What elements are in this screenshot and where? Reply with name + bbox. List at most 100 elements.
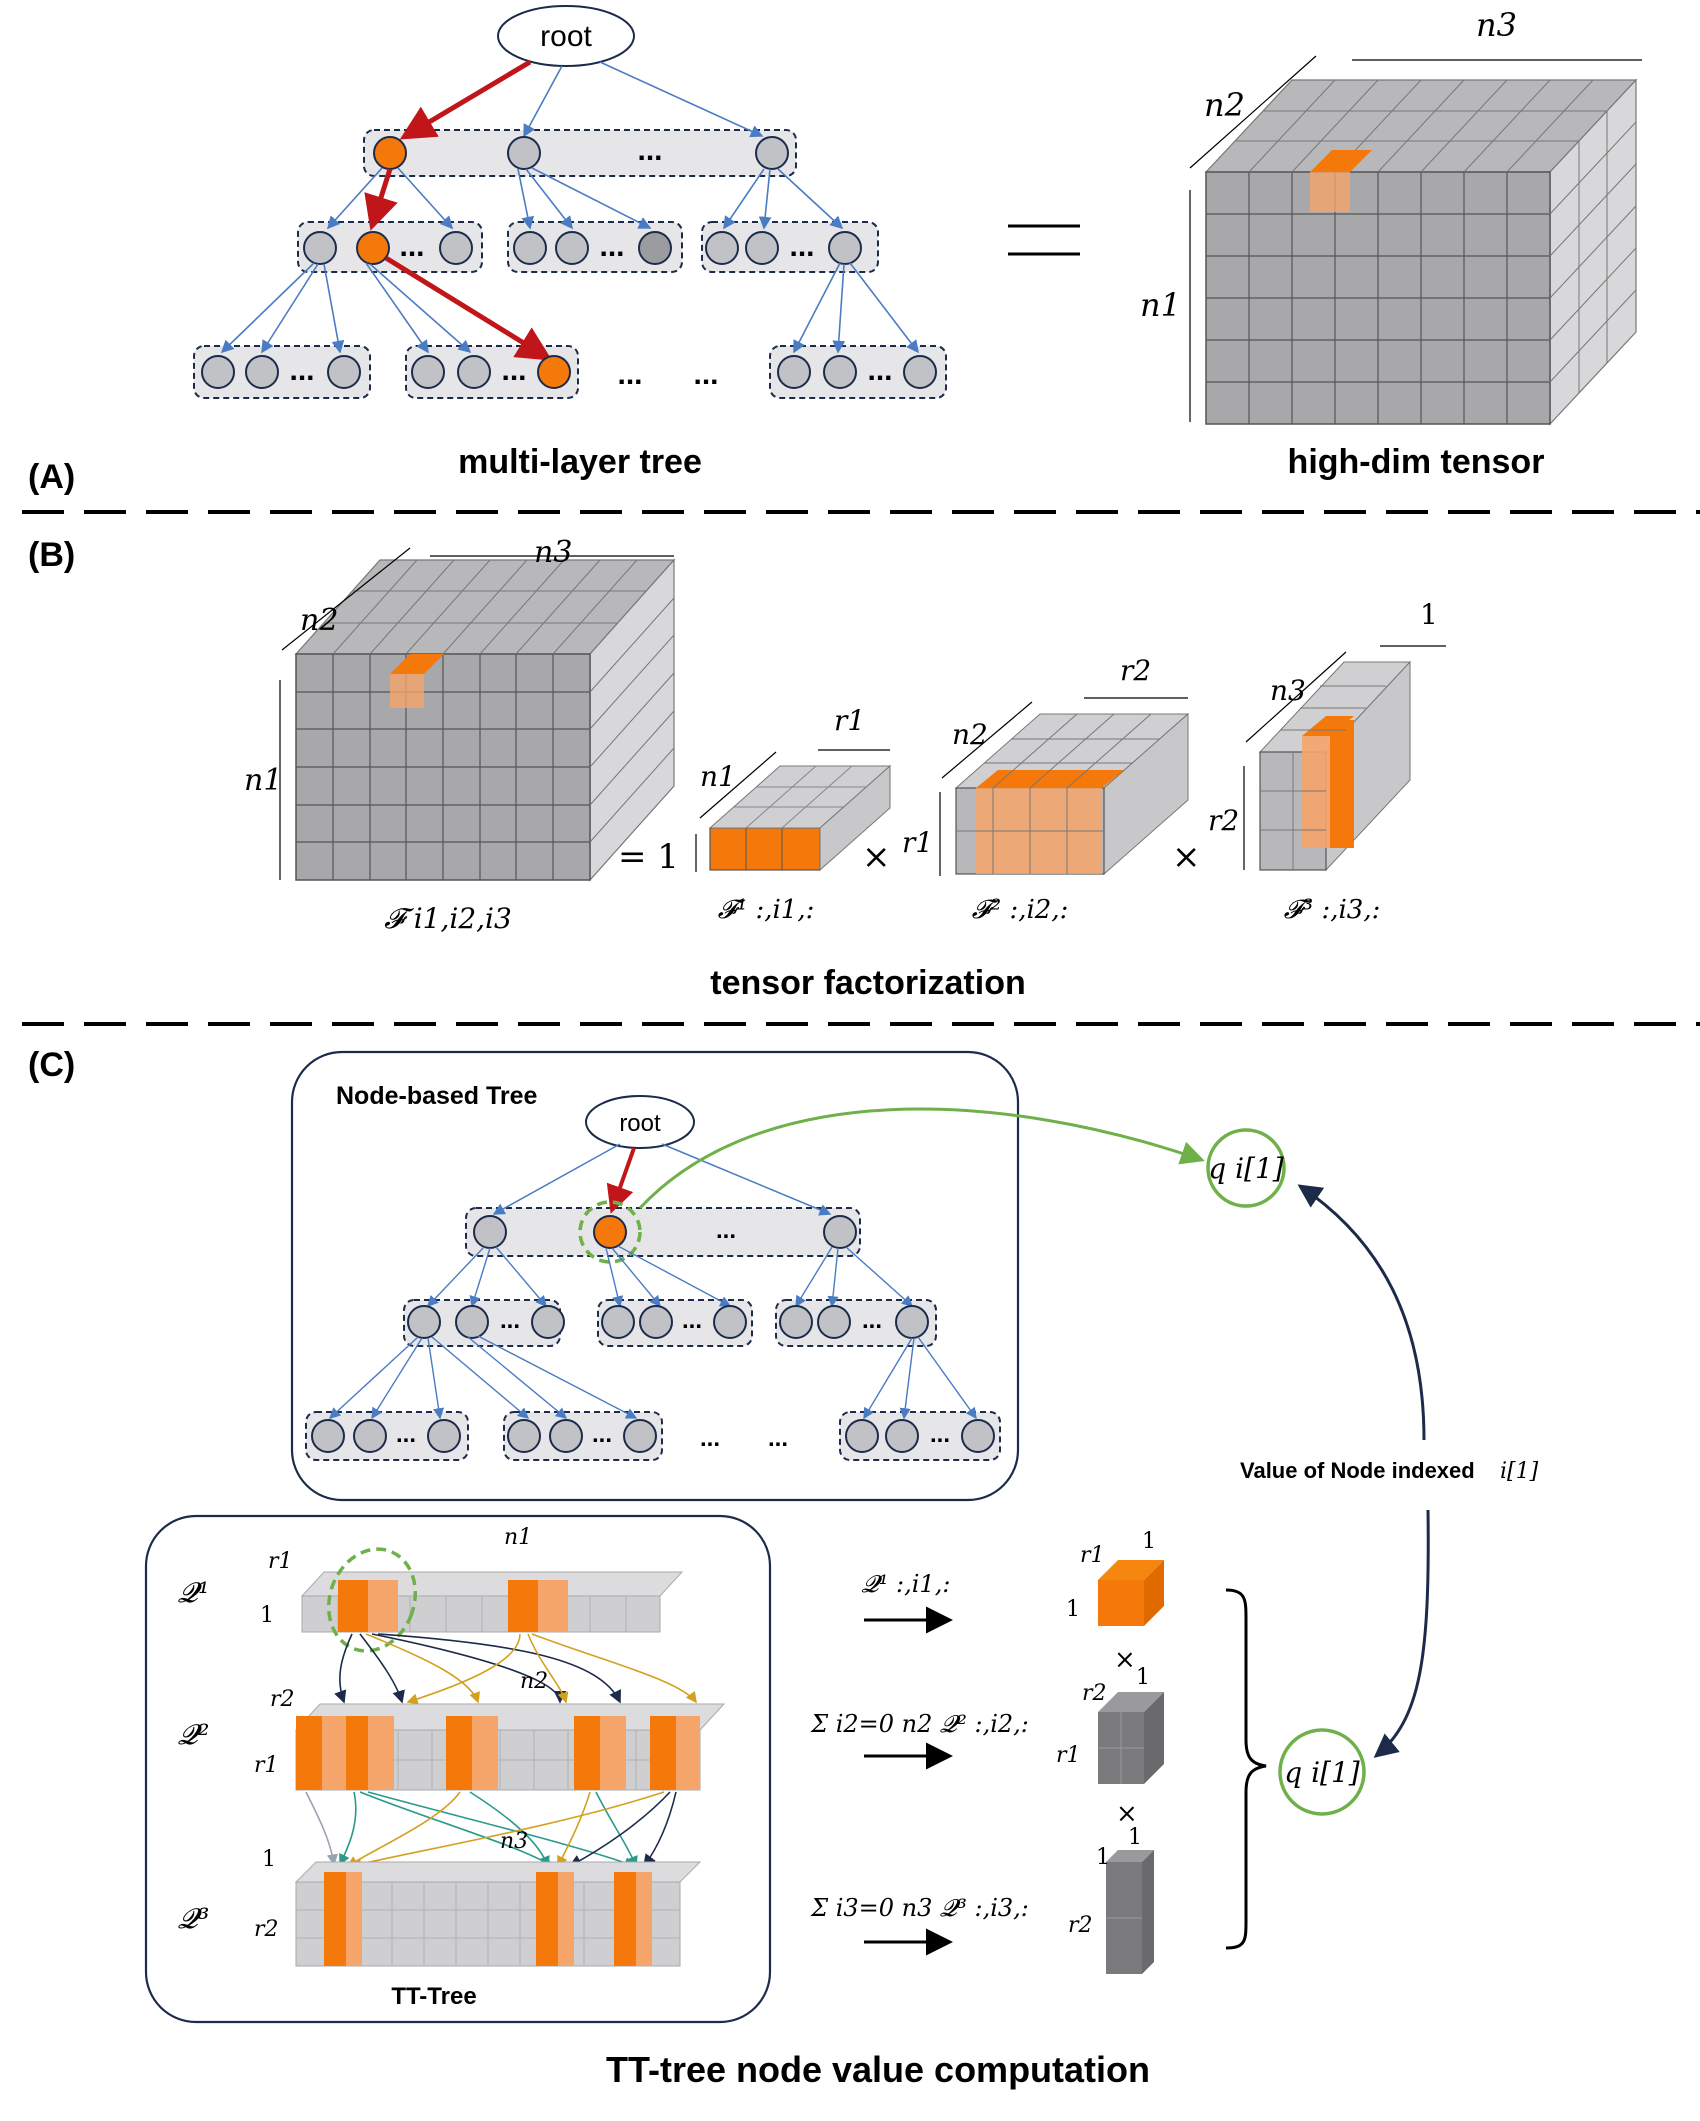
step-1: 𝓠¹ :,i1,: bbox=[862, 1570, 953, 1634]
edge bbox=[369, 263, 472, 354]
step3-label: Σ i3=0 n3 𝓠³ :,i3,: bbox=[810, 1894, 1029, 1922]
result-cube-2: r2 1 r1 bbox=[1056, 1665, 1164, 1784]
edge bbox=[323, 263, 345, 354]
l2-node bbox=[745, 231, 779, 265]
tensor-caption: high-dim tensor bbox=[1288, 443, 1545, 481]
full-tensor: n1 n2 n3 𝓕 i1,i2,i3 bbox=[244, 535, 676, 935]
multi-layer-tree: root ... bbox=[193, 5, 947, 399]
dim-n2: n2 bbox=[300, 603, 338, 638]
factor-f3: r2 n3 1 𝓕³ :,i3,: bbox=[1208, 598, 1446, 925]
dim-n1: n1 bbox=[504, 1525, 532, 1550]
dim-n1: n1 bbox=[700, 760, 736, 793]
c-caption: TT-tree node value computation bbox=[606, 2049, 1150, 2090]
edge bbox=[261, 263, 319, 354]
root-label: root bbox=[540, 20, 592, 53]
dim-r2: r2 bbox=[1082, 1681, 1107, 1706]
q3-label: 𝓠³ bbox=[178, 1902, 209, 1935]
l1-node bbox=[755, 136, 789, 170]
edge bbox=[399, 59, 532, 140]
dim-r2: r2 bbox=[270, 1687, 295, 1712]
l3-node bbox=[903, 355, 937, 389]
f2-label: 𝓕² :,i2,: bbox=[972, 895, 1069, 925]
panel-a-label: (A) bbox=[28, 458, 75, 496]
l2-node-selected bbox=[356, 231, 390, 265]
ellipsis: ... bbox=[716, 1217, 736, 1244]
dim-n3: n3 bbox=[500, 1829, 528, 1854]
edge bbox=[364, 168, 398, 231]
level1-box bbox=[363, 129, 797, 177]
l2-node bbox=[303, 231, 337, 265]
high-dim-tensor: n1 n2 n3 bbox=[1140, 6, 1642, 426]
root-label: root bbox=[619, 1110, 661, 1137]
value-index: i[1] bbox=[1500, 1459, 1539, 1484]
l3-node bbox=[777, 355, 811, 389]
edge bbox=[397, 167, 454, 230]
factor-f2: r1 n2 r2 𝓕² :,i2,: bbox=[902, 654, 1190, 925]
f3-label: 𝓕³ :,i3,: bbox=[1284, 895, 1381, 925]
f-full-label: 𝓕 i1,i2,i3 bbox=[384, 902, 512, 935]
dim-r2: r2 bbox=[1208, 804, 1239, 837]
step2-label: Σ i2=0 n2 𝓠² :,i2,: bbox=[810, 1710, 1029, 1738]
tt-tree-title: TT-Tree bbox=[391, 1983, 476, 2010]
step-2: Σ i2=0 n2 𝓠² :,i2,: bbox=[810, 1710, 1029, 1770]
edge bbox=[220, 262, 315, 354]
ellipsis: ... bbox=[289, 354, 314, 387]
level3-box bbox=[769, 345, 947, 399]
times: × bbox=[1172, 837, 1201, 877]
tt-tree: TT-Tree 𝓠¹ r1 1 n1 bbox=[144, 1514, 772, 2024]
dim-r1: r1 bbox=[1056, 1743, 1081, 1768]
step1-label: 𝓠¹ :,i1,: bbox=[862, 1570, 951, 1598]
l2-node bbox=[439, 231, 473, 265]
edge bbox=[849, 262, 919, 354]
l1-node bbox=[507, 136, 541, 170]
l3-node bbox=[327, 355, 361, 389]
node-tree-title: Node-based Tree bbox=[336, 1082, 538, 1110]
panel-c-label: (C) bbox=[28, 1046, 75, 1084]
ellipsis: ... bbox=[682, 1307, 702, 1334]
ellipsis: ... bbox=[399, 230, 424, 263]
dim-r2: r2 bbox=[1120, 654, 1151, 687]
factorization-caption: tensor factorization bbox=[710, 964, 1025, 1002]
l3-node bbox=[411, 355, 445, 389]
ellipsis: ... bbox=[693, 358, 718, 391]
equals-sign bbox=[1008, 224, 1080, 256]
edge bbox=[326, 167, 383, 230]
ellipsis: ... bbox=[501, 354, 526, 387]
root-node bbox=[585, 1095, 695, 1149]
edge bbox=[723, 168, 765, 230]
level3-box bbox=[193, 345, 371, 399]
dim-one: 1 bbox=[260, 1603, 274, 1628]
dim-r2: r2 bbox=[254, 1917, 279, 1942]
ellipsis: ... bbox=[789, 230, 814, 263]
ellipsis: ... bbox=[617, 358, 642, 391]
edge bbox=[523, 65, 563, 138]
panel-a: (A) root ... bbox=[28, 5, 1642, 496]
q1-label: 𝓠¹ bbox=[178, 1576, 209, 1609]
dim-r2: r2 bbox=[1068, 1913, 1093, 1938]
edge bbox=[384, 255, 553, 361]
dim-n3: n3 bbox=[1476, 6, 1517, 44]
ellipsis: ... bbox=[700, 1425, 720, 1452]
q-bottom: q i[1] bbox=[1278, 1728, 1366, 1816]
result-cube-1: r1 1 1 bbox=[1066, 1529, 1164, 1626]
edge bbox=[517, 168, 535, 230]
ellipsis: ... bbox=[930, 1421, 950, 1448]
selected-entry-column bbox=[1310, 172, 1350, 212]
q2-label: 𝓠² bbox=[178, 1718, 209, 1751]
navy-arrow-down bbox=[1373, 1509, 1430, 1758]
ellipsis: ... bbox=[867, 354, 892, 387]
dim-one: 1 bbox=[1142, 1529, 1156, 1554]
l2-node bbox=[705, 231, 739, 265]
dim-n1: n1 bbox=[1140, 286, 1181, 324]
green-arrow bbox=[638, 1107, 1205, 1210]
dim-one: 1 bbox=[1136, 1665, 1150, 1690]
dim-n3: n3 bbox=[534, 535, 572, 570]
q-bottom-label: q i[1] bbox=[1284, 1756, 1360, 1789]
result-cube-3: 1 1 r2 bbox=[1068, 1825, 1154, 1974]
highlight-ring bbox=[326, 1547, 418, 1653]
edge bbox=[758, 168, 772, 230]
ellipsis: ... bbox=[637, 134, 662, 167]
dim-one: 1 bbox=[1096, 1845, 1110, 1870]
q-top-label: q i[1] bbox=[1208, 1152, 1284, 1185]
ellipsis: ... bbox=[396, 1421, 416, 1448]
